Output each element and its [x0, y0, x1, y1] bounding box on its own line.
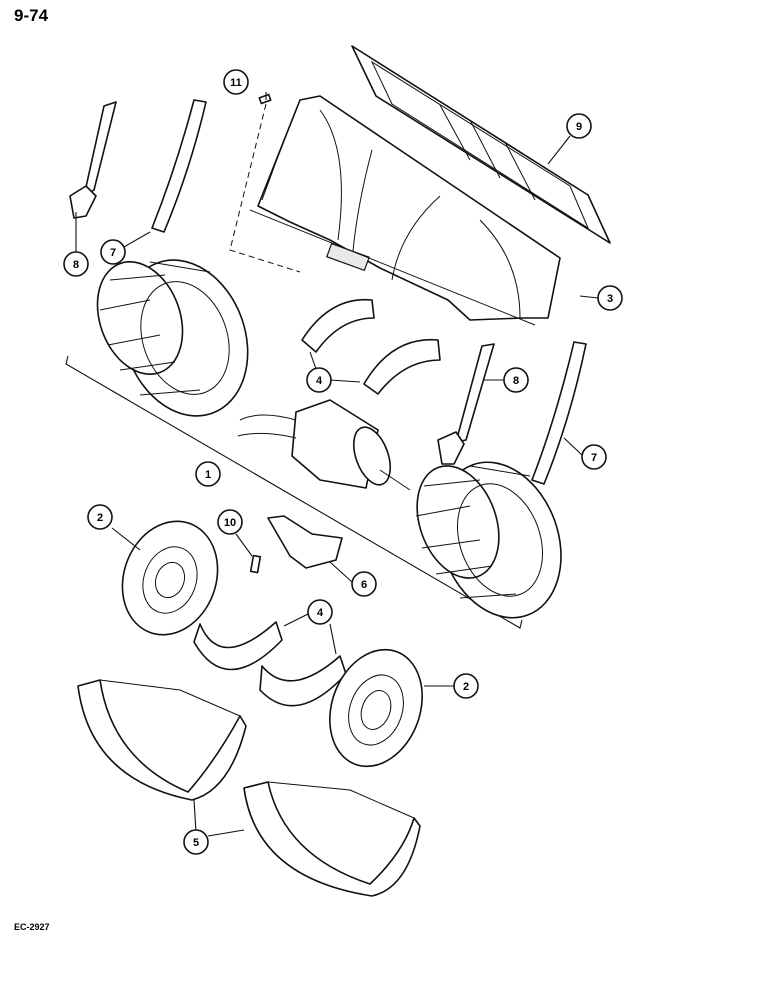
callout-3: 3 [597, 285, 623, 311]
callout-4: 4 [306, 367, 332, 393]
svg-text:8: 8 [513, 375, 519, 387]
callout-6: 6 [351, 571, 377, 597]
callout-2: 2 [87, 504, 113, 530]
svg-text:2: 2 [463, 681, 469, 693]
motor-mount-lower [193, 621, 347, 707]
scroll-housing-lower-left [77, 679, 247, 801]
callout-5: 5 [183, 829, 209, 855]
svg-text:9: 9 [576, 121, 582, 133]
page-number: 9-74 [14, 6, 49, 25]
svg-text:10: 10 [224, 517, 236, 529]
inlet-ring-left [121, 520, 219, 636]
svg-text:7: 7 [591, 452, 597, 464]
callout-7: 7 [581, 444, 607, 470]
scroll-housing-lower-right [243, 781, 421, 897]
callout-7: 7 [100, 239, 126, 265]
drain-tube-left [151, 99, 207, 233]
blower-housing-upper [249, 95, 561, 326]
svg-text:1: 1 [205, 469, 211, 481]
callout-8: 8 [63, 251, 89, 277]
motor-mount-upper [301, 298, 441, 395]
motor-bracket [267, 515, 343, 569]
clip [258, 93, 272, 105]
blower-wheel-right [415, 461, 562, 619]
retaining-strap-right [437, 343, 495, 465]
svg-text:4: 4 [317, 607, 324, 619]
callout-2: 2 [453, 673, 479, 699]
retaining-strap-left [69, 101, 117, 219]
figure-code: EC-2927 [14, 922, 50, 932]
svg-text:2: 2 [97, 512, 103, 524]
screw [249, 554, 262, 574]
callout-4: 4 [307, 599, 333, 625]
svg-text:6: 6 [361, 579, 367, 591]
callout-8: 8 [503, 367, 529, 393]
filter-frame [351, 45, 611, 244]
blower-motor [237, 399, 411, 491]
callout-9: 9 [566, 113, 592, 139]
drain-tube-right [531, 341, 587, 485]
callout-11: 11 [223, 69, 249, 95]
callout-1: 1 [195, 461, 221, 487]
svg-text:5: 5 [193, 837, 199, 849]
callout-10: 10 [217, 509, 243, 535]
blower-wheel-left [96, 259, 249, 417]
svg-text:8: 8 [73, 259, 79, 271]
svg-text:3: 3 [607, 293, 613, 305]
svg-text:11: 11 [230, 77, 242, 89]
inlet-ring-right [329, 648, 423, 768]
svg-text:4: 4 [316, 375, 323, 387]
svg-text:7: 7 [110, 247, 116, 259]
